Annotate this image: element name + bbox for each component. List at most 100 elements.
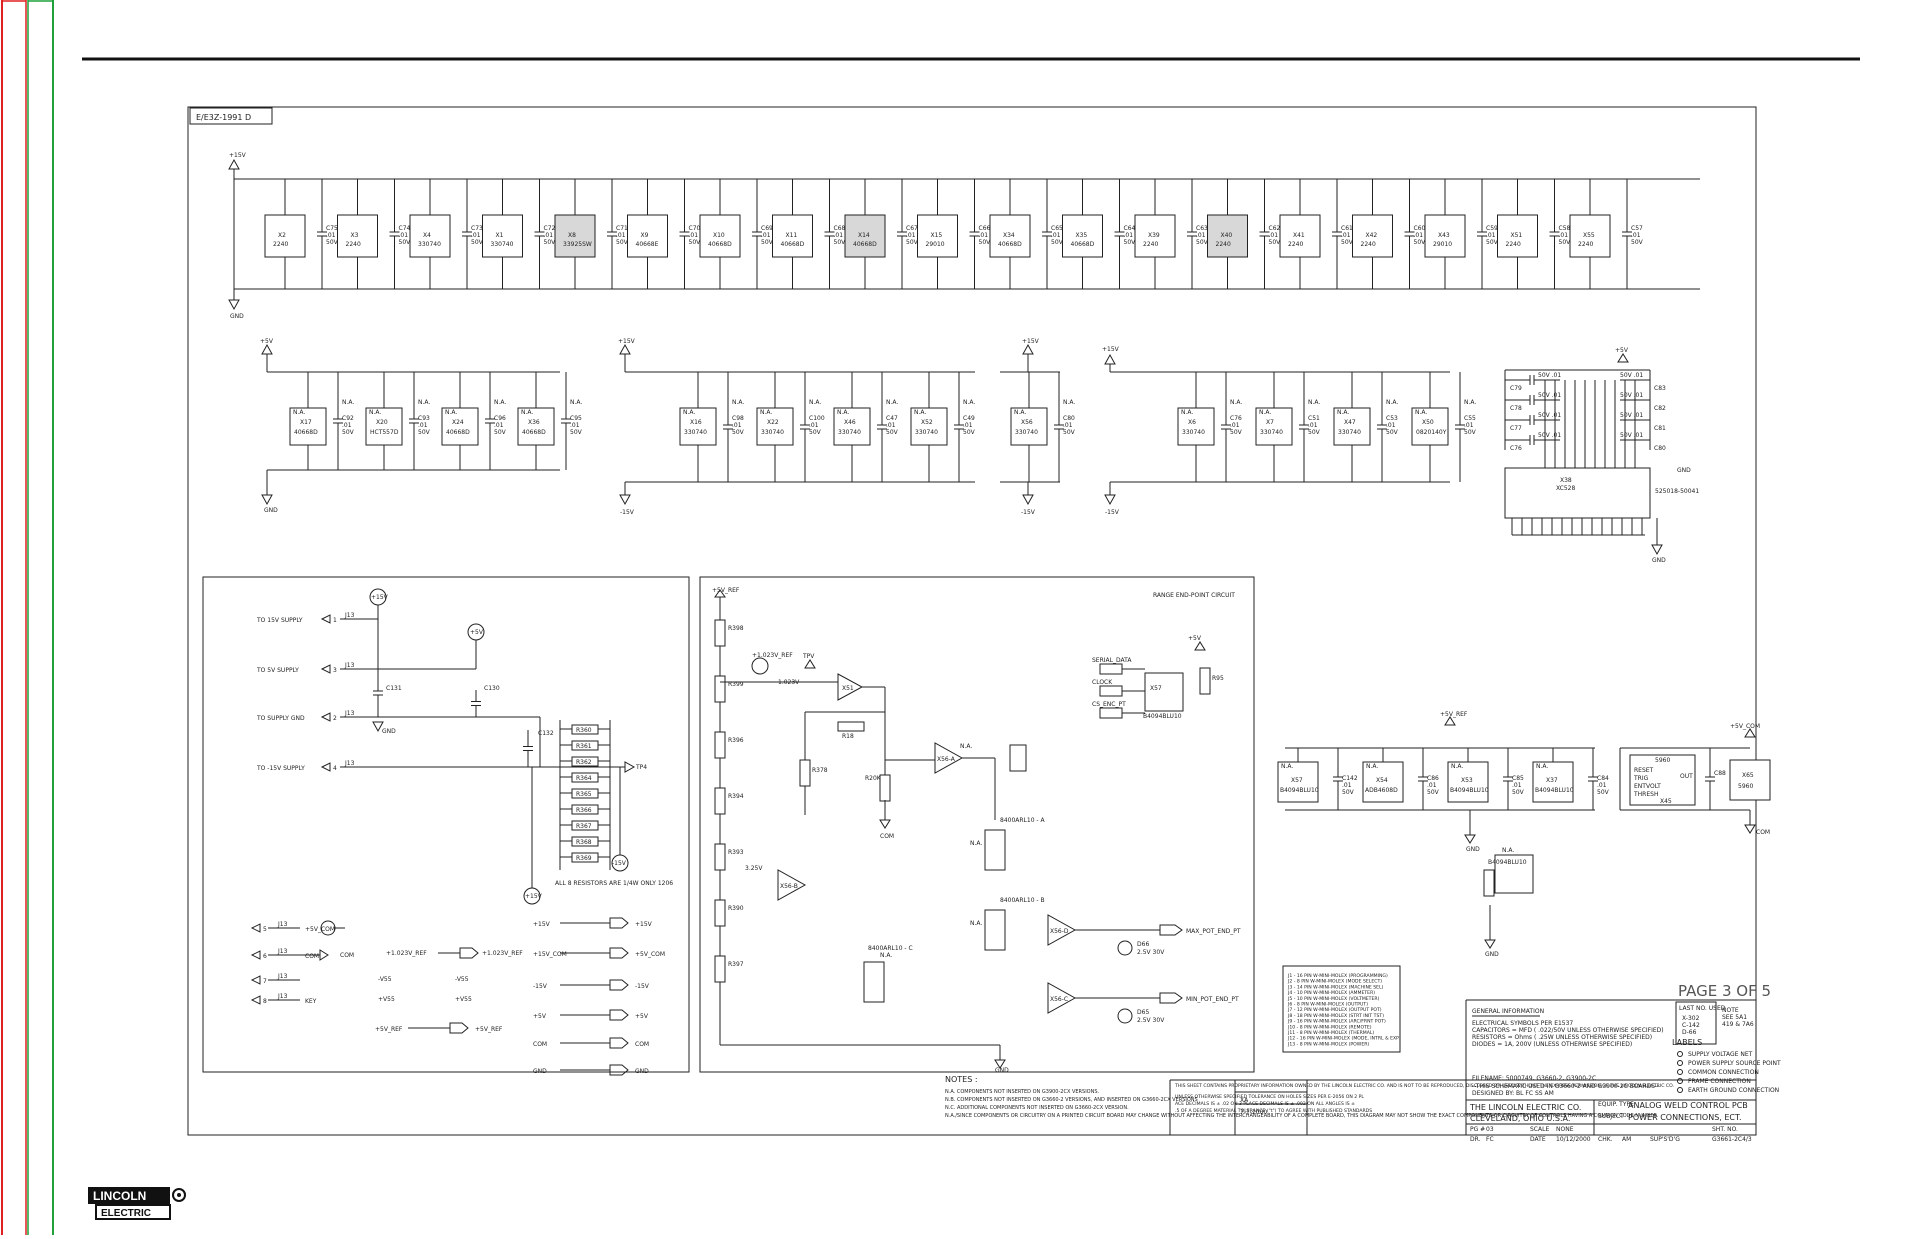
ic-value: 2240 — [346, 241, 361, 248]
net-label: +5V — [533, 1013, 547, 1020]
cap-ref: C83 — [1654, 385, 1666, 392]
legend-line: J9 - 16 PIN W-MINI-MOLEX (ARC/FRNT POT) — [1287, 1019, 1386, 1025]
resistor-ref: R361 — [576, 743, 592, 750]
net-label: MAX_POT_END_PT — [1186, 928, 1241, 935]
cap-volt: 50V — [326, 239, 339, 246]
cap-ref: C76 — [1230, 415, 1242, 422]
ic-ref: X56-A — [937, 756, 956, 763]
ic-ref: X2 — [278, 232, 286, 239]
ic-ref: X11 — [786, 232, 798, 239]
cap-ref: C131 — [386, 685, 402, 692]
ic-X53 — [1447, 761, 1489, 803]
sht: G3661-2C4/3 — [1712, 1136, 1752, 1143]
net-label: +15V — [533, 921, 551, 928]
ic-X24 — [441, 407, 479, 446]
diode-ref: D65 — [1137, 1009, 1149, 1016]
ic-value: 330740 — [1260, 429, 1283, 436]
gnd-label-a: GND — [264, 507, 278, 514]
ic-ref: X56-C — [1050, 996, 1068, 1003]
resistor-ref: R394 — [728, 793, 744, 800]
cap-volt: 50V — [418, 429, 431, 436]
pg-label: PG # — [1470, 1126, 1485, 1133]
cap-ref: C55 — [1464, 415, 1476, 422]
cap-value: .01 — [1631, 232, 1641, 239]
cap-ref: C65 — [1051, 225, 1063, 232]
ic-X40 — [1207, 214, 1248, 258]
cap-ref: C79 — [1510, 385, 1522, 392]
cap-value: .01 — [761, 232, 771, 239]
cap-ref: C47 — [886, 415, 898, 422]
cap-ref: C82 — [1654, 405, 1666, 412]
sht-label: SHT. NO. — [1712, 1126, 1738, 1133]
na-label: N.A. — [1259, 409, 1271, 416]
ic-X1 — [482, 214, 523, 258]
notes-item: N.C. ADDITIONAL COMPONENTS NOT INSERTED … — [945, 1105, 1129, 1111]
net-label: COM — [635, 1041, 649, 1048]
cap-value: .01 — [1559, 232, 1569, 239]
ic-value: 40668D — [1071, 241, 1095, 248]
net-label: +5V_COM — [635, 951, 665, 958]
cap-ref: C98 — [732, 415, 744, 422]
net-label: +V55 — [378, 996, 395, 1003]
ic-value: 5960 — [1655, 757, 1670, 764]
na-label: N.A. — [963, 399, 975, 406]
ic-value: 2240 — [1361, 241, 1376, 248]
cap-ref: C77 — [1510, 425, 1522, 432]
na-label: N.A. — [293, 409, 305, 416]
p15v-label-d: +15V — [1102, 346, 1120, 353]
cap-ref: C57 — [1631, 225, 1643, 232]
cap-ref: C70 — [689, 225, 701, 232]
company: THE LINCOLN ELECTRIC CO. — [1469, 1103, 1581, 1112]
ic-value: 33925SW — [563, 241, 592, 248]
labels-item: FRAME CONNECTION — [1688, 1078, 1751, 1085]
cap-ref: C75 — [326, 225, 338, 232]
opamp-x56a — [934, 742, 964, 774]
na-label: N.A. — [494, 399, 506, 406]
ic-ref: X40 — [1221, 232, 1233, 239]
legend-line: J7 - 12 PIN W-MINI-MOLEX (OUTPUT POT) — [1287, 1007, 1382, 1013]
p15v-label-c: +15V — [1022, 338, 1040, 345]
chk-label: CHK. — [1598, 1136, 1613, 1143]
source-label: +15V — [371, 594, 389, 601]
net-label: CS_ENC_PT — [1092, 701, 1126, 708]
cap-volt: 50V — [1269, 239, 1282, 246]
p15v-source — [369, 588, 387, 606]
ic-value: 330740 — [915, 429, 938, 436]
ic-X11 — [772, 214, 813, 258]
ic-ref: X53 — [1461, 777, 1473, 784]
rail-label: +5V_REF — [712, 587, 740, 594]
ic-X37 — [1532, 761, 1574, 803]
tolerance: UNLESS OTHERWISE SPECIFIED TOLERANCE ON … — [1175, 1094, 1364, 1100]
ic-X56 — [1010, 407, 1048, 446]
ic-ref: X9 — [641, 232, 649, 239]
pin-number: 7 — [263, 978, 267, 985]
cap-volt: 50V — [1559, 239, 1572, 246]
ic-value: 40668D — [294, 429, 318, 436]
cap-value: .01 — [886, 422, 896, 429]
resistor-ref: R367 — [576, 823, 592, 830]
sup-label: SUP'S'D'G — [1650, 1136, 1680, 1143]
power-panel-frame — [202, 576, 690, 1073]
cap-value: .01 — [1063, 422, 1073, 429]
ic-ref: X50 — [1422, 419, 1434, 426]
cap-volt: 50V — [809, 429, 822, 436]
net-label: +1.023V_REF — [386, 950, 427, 957]
diode — [1117, 940, 1133, 956]
net-label: J13 — [344, 662, 355, 669]
cap-value: 50V .01 — [1620, 372, 1643, 379]
ic-ref: X1 — [496, 232, 504, 239]
ic-value: 40668D — [446, 429, 470, 436]
cap-value: .01 — [1051, 232, 1061, 239]
tolerance-2: ACE DECIMALS IS ± .02 ON 3 PLACE DECIMAL… — [1175, 1101, 1355, 1107]
cap-volt: 50V — [1230, 429, 1243, 436]
ic-X54 — [1362, 761, 1404, 803]
cap-volt: 50V — [1124, 239, 1137, 246]
ic-ref: X42 — [1366, 232, 1378, 239]
ic-value: 2240 — [273, 241, 288, 248]
cap-volt: 50V — [399, 239, 412, 246]
city: CLEVELAND, OHIO U.S.A. — [1470, 1114, 1570, 1123]
geninfo-line: CAPACITORS = MFD ( .022/50V UNLESS OTHER… — [1472, 1027, 1664, 1034]
x38-p5v: +5V — [1615, 347, 1629, 354]
cap-value: .01 — [834, 232, 844, 239]
diode-value: 2.5V 30V — [1137, 1017, 1165, 1024]
